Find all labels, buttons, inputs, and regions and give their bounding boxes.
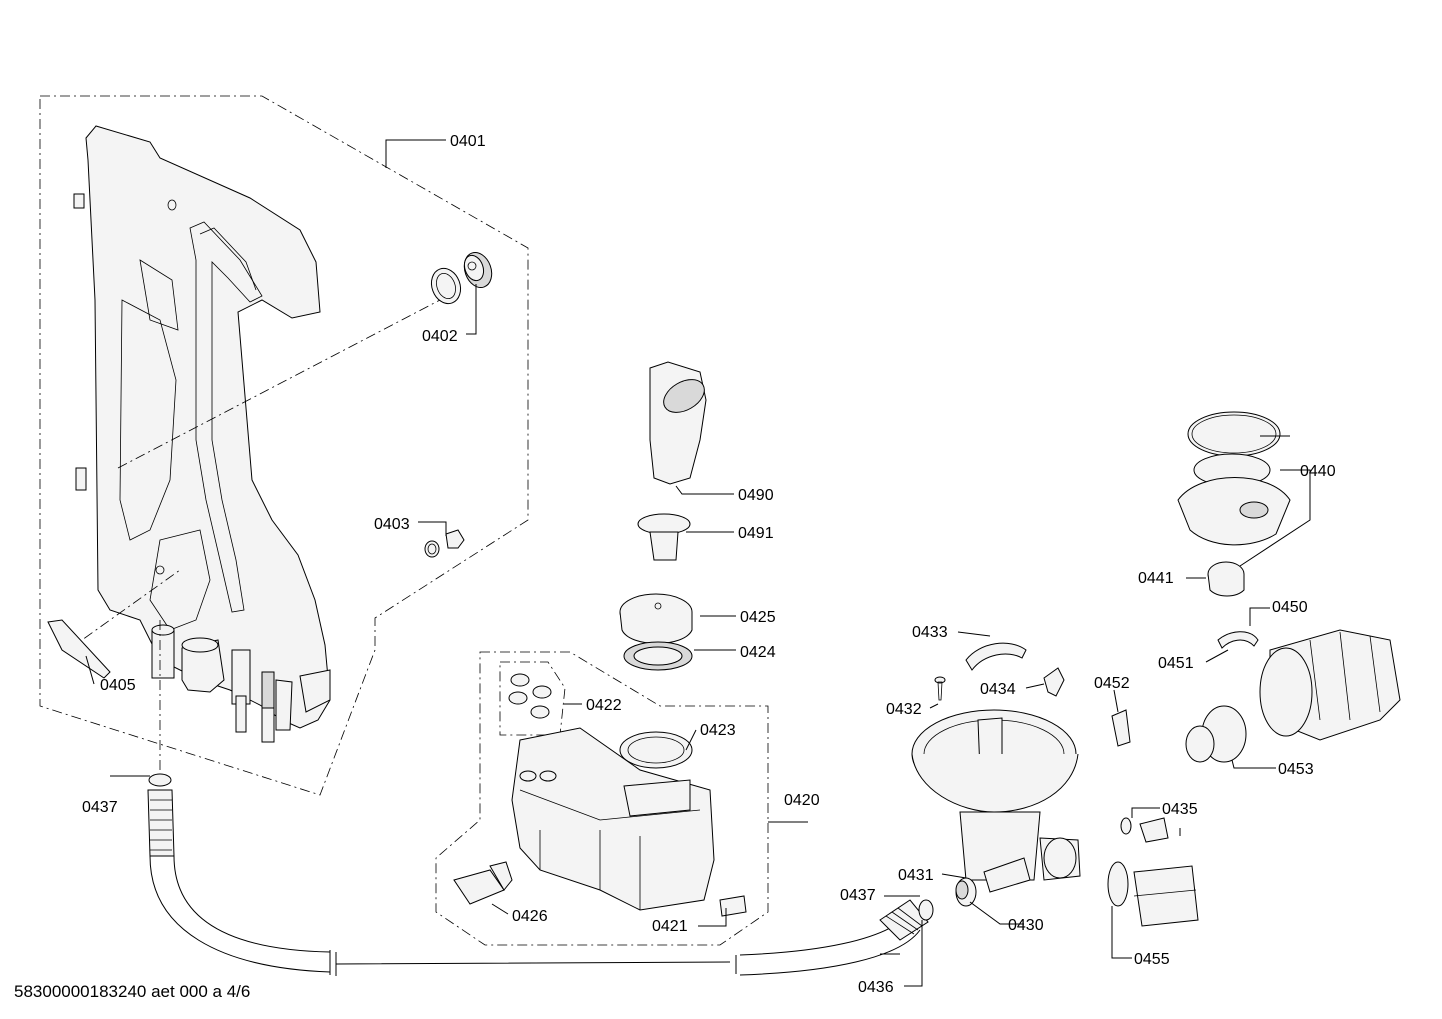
side-panel-part: [73, 125, 331, 743]
callout-0490: 0490: [738, 487, 774, 504]
heat-pump-part: [1259, 629, 1401, 741]
callout-0453: 0453: [1278, 761, 1314, 778]
drain-hose-part: [147, 789, 929, 976]
funnel-part: [649, 361, 707, 485]
callout-0401: 0401: [450, 133, 486, 150]
callout-0432: 0432: [886, 701, 922, 718]
drain-pump-part: [1107, 861, 1199, 927]
callout-0452: 0452: [1094, 675, 1130, 692]
water-softener-part: [511, 727, 747, 917]
callout-0437-bottom: 0437: [840, 887, 876, 904]
panel-assembly-boundary: [39, 95, 529, 796]
impeller-part: [1207, 561, 1245, 597]
cap-part: [637, 513, 691, 561]
o-ring-part-top: [148, 773, 172, 787]
leader-lines: [85, 139, 1311, 987]
lid-part: [619, 593, 693, 644]
callout-0424: 0424: [740, 644, 776, 661]
callout-0436: 0436: [858, 979, 894, 996]
flap-part: [965, 642, 1027, 671]
clip-part-0452: [1111, 709, 1131, 747]
callout-0455: 0455: [1134, 951, 1170, 968]
seal-ring-part: [430, 252, 493, 305]
valve-part: [1120, 817, 1169, 843]
screw-part: [934, 676, 946, 701]
callout-0450: 0450: [1272, 599, 1308, 616]
coupling-part: [955, 877, 977, 907]
sump-assembly-boundary: [435, 651, 769, 946]
callout-0403: 0403: [374, 516, 410, 533]
callout-0437-top: 0437: [82, 799, 118, 816]
callout-0423: 0423: [700, 722, 736, 739]
callout-0451: 0451: [1158, 655, 1194, 672]
callout-0430: 0430: [1008, 917, 1044, 934]
callout-0435: 0435: [1162, 801, 1198, 818]
callout-0422: 0422: [586, 697, 622, 714]
small-fitting-part: [424, 529, 465, 558]
callout-0431: 0431: [898, 867, 934, 884]
callout-0425: 0425: [740, 609, 776, 626]
seal-kit-part: [508, 673, 552, 719]
clip-part-0434: [1043, 667, 1065, 697]
sensor-part: [453, 861, 513, 905]
ring-part: [623, 641, 693, 671]
callout-0433: 0433: [912, 624, 948, 641]
connector-part: [1185, 705, 1247, 763]
clamp-part: [1217, 631, 1259, 649]
callout-0402: 0402: [422, 328, 458, 345]
panel-axis-line: [117, 299, 441, 469]
clip-part: [47, 619, 111, 679]
callout-0491: 0491: [738, 525, 774, 542]
document-code-footer: 58300000183240 aet 000 a 4/6: [14, 982, 251, 1001]
o-ring-part-bottom: [918, 899, 934, 921]
callout-0441: 0441: [1138, 570, 1174, 587]
heater-cover-part: [1177, 411, 1291, 546]
callout-0421: 0421: [652, 918, 688, 935]
callout-0434: 0434: [980, 681, 1016, 698]
sump-part: [911, 709, 1081, 893]
panel-axis-line-2: [67, 569, 181, 651]
callout-0420: 0420: [784, 792, 820, 809]
seal-kit-boundary: [499, 661, 566, 736]
callout-0405: 0405: [100, 677, 136, 694]
callout-0440: 0440: [1300, 463, 1336, 480]
callout-labels: 0401 0402 0403 0405 0437 0490 0491 0425 …: [82, 133, 1336, 996]
callout-0426: 0426: [512, 908, 548, 925]
